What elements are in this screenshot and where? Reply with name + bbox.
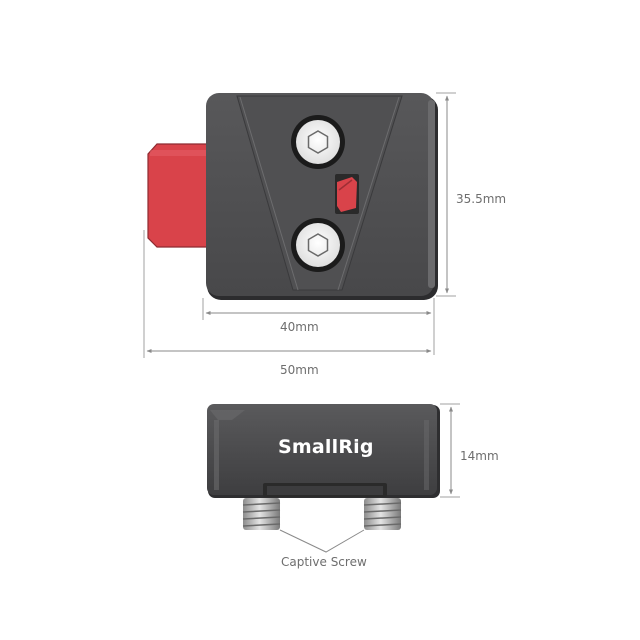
- captive-screw-label: Captive Screw: [281, 555, 367, 569]
- captive-screw-right: [363, 498, 402, 530]
- brand-logo: SmallRig: [278, 436, 374, 458]
- mount-side-view: [207, 404, 440, 553]
- release-lever: [147, 143, 213, 248]
- dimension-label-height: 35.5mm: [456, 192, 507, 206]
- latch-pin: [335, 174, 359, 214]
- dimension-label-plate-width: 40mm: [280, 320, 319, 334]
- dimension-thickness: [440, 403, 460, 498]
- hex-screw-bottom: [291, 218, 345, 272]
- captive-screw-left: [242, 498, 281, 530]
- dimension-height: [436, 92, 456, 297]
- dimension-label-thickness: 14mm: [460, 449, 499, 463]
- mount-top-view: [147, 93, 438, 300]
- dimension-total-width: [143, 230, 432, 358]
- dimension-plate-width: [202, 298, 435, 355]
- dimension-label-total-width: 50mm: [280, 363, 319, 377]
- hex-screw-top: [291, 115, 345, 169]
